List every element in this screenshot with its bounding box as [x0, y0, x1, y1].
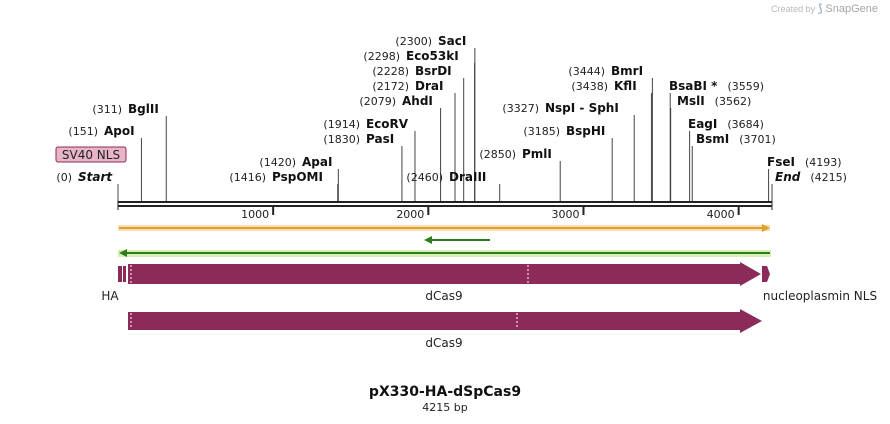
dcas9-arrow — [128, 262, 761, 286]
site-position: (2850) — [479, 148, 516, 161]
site-position: (2079) — [359, 95, 396, 108]
site-position: (2298) — [363, 50, 400, 63]
sv40-nls-feature-bar — [123, 266, 126, 282]
site-position: (1914) — [323, 118, 360, 131]
site-name: MslI — [677, 94, 705, 108]
site-position: (2300) — [395, 35, 432, 48]
sv40-nls-box — [55, 146, 127, 163]
site-name: DraIII — [449, 170, 486, 184]
green-arrow-short-head — [424, 236, 432, 244]
site-position: (3438) — [571, 80, 608, 93]
dcas9-second-label: dCas9 — [425, 336, 462, 350]
site-position: (2172) — [372, 80, 409, 93]
sv40-nls-label: SV40 NLS — [62, 148, 120, 162]
site-name: BglII — [128, 102, 159, 116]
site-name: ApoI — [104, 124, 135, 138]
site-name: Start — [78, 170, 113, 184]
site-position: (2228) — [372, 65, 409, 78]
orange-arrow-head — [762, 224, 770, 232]
site-name: FseI — [767, 155, 795, 169]
site-position: (151) — [68, 125, 98, 138]
nucleoplasmin-nls-label: nucleoplasmin NLS — [763, 289, 877, 303]
green-arrow-long-head — [119, 249, 127, 257]
site-position: (3444) — [568, 65, 605, 78]
map-title: pX330-HA-dSpCas9 — [368, 384, 522, 400]
site-name: Eco53kI — [406, 49, 459, 63]
site-name: AhdI — [402, 94, 433, 108]
site-position: (1830) — [323, 133, 360, 146]
site-position: (3701) — [739, 133, 776, 146]
ruler-tick-label: 4000 — [707, 208, 735, 221]
snapgene-watermark: Created by ⟆ SnapGene — [771, 2, 878, 16]
dcas9-second-arrow — [128, 309, 762, 333]
site-position: (3559) — [727, 80, 764, 93]
site-name: End — [775, 170, 801, 184]
snapgene-brand: SnapGene — [825, 2, 878, 15]
map-length: 4215 bp — [422, 401, 468, 414]
site-name: EcoRV — [366, 117, 409, 131]
site-position: (311) — [92, 103, 122, 116]
site-name: PasI — [366, 132, 394, 146]
site-name: PmlI — [522, 147, 552, 161]
ruler-tick-label: 1000 — [241, 208, 269, 221]
dcas9-label: dCas9 — [425, 289, 462, 303]
site-position: (1420) — [259, 156, 296, 169]
site-position: (3562) — [715, 95, 752, 108]
site-name: EagI — [688, 117, 717, 131]
ha-feature-bar — [118, 266, 122, 282]
restriction-sites: Start (0) ApoI (151) BglII (311) PspOMI (1416) A… — [56, 34, 847, 201]
site-name: BspHI — [566, 124, 605, 138]
site-name: DraI — [415, 79, 443, 93]
ruler-tick-label: 3000 — [551, 208, 579, 221]
site-name: PspOMI — [272, 170, 323, 184]
map-title-block: pX330-HA-dSpCas9 4215 bp — [0, 384, 890, 414]
site-position: (4193) — [805, 156, 842, 169]
site-name: NspI - SphI — [545, 101, 619, 115]
site-name: BsrDI — [415, 64, 452, 78]
ruler-tick-label: 2000 — [396, 208, 424, 221]
site-position: (0) — [56, 171, 72, 184]
site-position: (3684) — [727, 118, 764, 131]
ruler: 1000 2000 3000 4000 — [241, 207, 740, 221]
created-by-text: Created by — [771, 3, 816, 14]
nucleoplasmin-nls-arrow — [762, 266, 770, 282]
site-name: BsaBI * — [669, 79, 718, 93]
site-name: BmrI — [611, 64, 643, 78]
site-position: (3327) — [502, 102, 539, 115]
site-name: BsmI — [696, 132, 729, 146]
site-position: (1416) — [229, 171, 266, 184]
snapgene-logo-icon: ⟆ — [818, 3, 823, 15]
site-name: SacI — [438, 34, 466, 48]
site-name: ApaI — [302, 155, 332, 169]
site-name: KflI — [614, 79, 637, 93]
site-position: (2460) — [406, 171, 443, 184]
site-position: (4215) — [810, 171, 847, 184]
site-position: (3185) — [523, 125, 560, 138]
ha-label: HA — [101, 289, 119, 303]
